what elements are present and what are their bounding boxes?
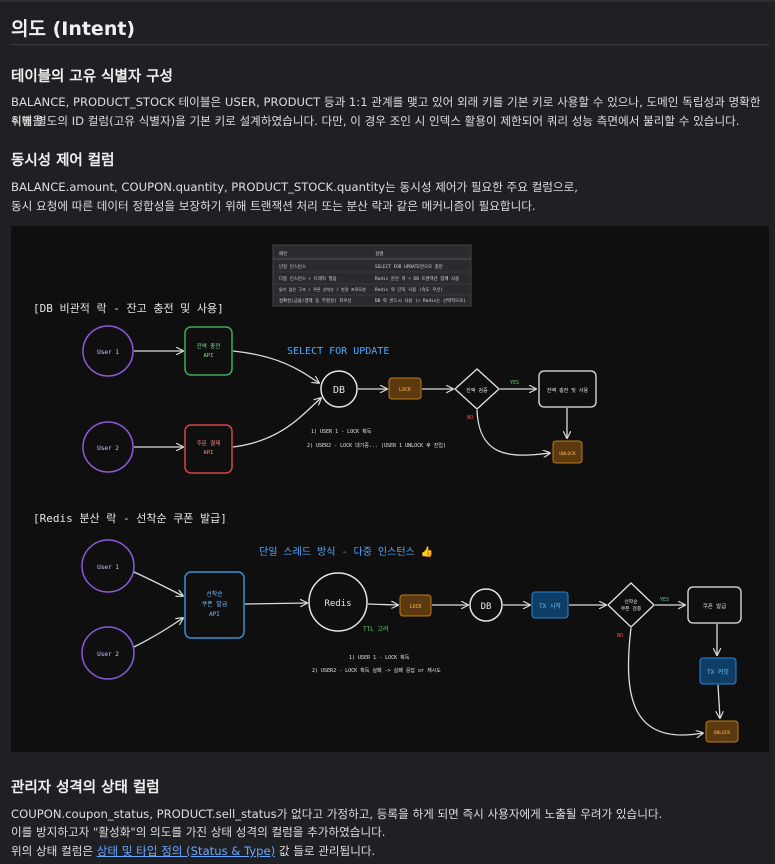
redis-coupon-api-label: API bbox=[209, 611, 220, 618]
pattern-table-cell: Redis 락 단독 사용 (속도 우선) bbox=[375, 286, 443, 293]
redis-mode-label: 단일 스레드 방식 - 다중 인스턴스 👍 bbox=[259, 545, 433, 558]
title-divider bbox=[11, 44, 769, 45]
db-mode-label: SELECT FOR UPDATE bbox=[287, 346, 389, 357]
redis-arrow bbox=[627, 627, 703, 735]
db-user1-label: User 1 bbox=[97, 349, 119, 356]
db-arrow bbox=[476, 409, 550, 455]
db-action-box bbox=[538, 370, 597, 408]
pk-paragraph-line2: 위해 별도의 ID 컬럼(고유 식별자)을 기본 키로 설계하였습니다. 다만,… bbox=[11, 114, 740, 128]
db-payment-api-label: API bbox=[204, 450, 214, 456]
concurrency-paragraph-line1: BALANCE.amount, COUPON.quantity, PRODUCT… bbox=[11, 180, 578, 194]
redis-arrow bbox=[133, 618, 183, 648]
db-yes-label: YES bbox=[510, 380, 519, 386]
db-note2: 2) USER2 - LOCK 대기중... (USER 1 UNLOCK 후 … bbox=[307, 442, 446, 449]
pattern-table-header: 설명 bbox=[375, 250, 383, 257]
redis-user1-node bbox=[81, 539, 135, 593]
redis-ttl-label: TTL 고려 bbox=[363, 625, 389, 633]
redis-unlock-label: UNLOCK bbox=[714, 730, 731, 736]
lock-diagram: 패턴 설명 단일 인스턴스 SELECT FOR UPDATE만으로 충분 다중… bbox=[11, 226, 769, 752]
status-type-link[interactable]: 상태 및 타입 정의 (Status & Type) bbox=[96, 844, 276, 858]
redis-tx-start-box bbox=[531, 591, 569, 619]
db-check-label: 잔액 검증 bbox=[466, 387, 488, 394]
pk-paragraph-line1: BALANCE, PRODUCT_STOCK 테이블은 USER, PRODUC… bbox=[11, 95, 761, 128]
redis-user1-label: User 1 bbox=[97, 564, 119, 571]
db-no-label: NO bbox=[467, 415, 473, 421]
db-unlock-label: UNLOCK bbox=[559, 451, 576, 457]
redis-tx-start-label: TX 시작 bbox=[539, 603, 561, 610]
db-arrow bbox=[232, 350, 319, 383]
pattern-table-cell: Redis 분산 락 + DB 트랜잭션 함께 사용 bbox=[375, 275, 459, 282]
pattern-table-cell: 다중 인스턴스 + 트래픽 많음 bbox=[279, 275, 337, 282]
redis-arrow bbox=[244, 603, 307, 604]
db-payment-api-label: 주문 결제 bbox=[197, 439, 221, 447]
db-lock-title: [DB 비관적 락 - 잔고 충전 및 사용] bbox=[33, 302, 224, 315]
status-paragraph-line1: COUPON.coupon_status, PRODUCT.sell_statu… bbox=[11, 807, 663, 821]
status-paragraph-line2: 이를 방지하고자 "활성화"의 의도를 가진 상태 성격의 컬럼을 추가하였습니… bbox=[11, 825, 386, 839]
redis-note2: 2) USER2 - LOCK 획득 실패 -> 실패 응답 or 재시도 bbox=[312, 667, 441, 674]
redis-node-label: Redis bbox=[324, 599, 351, 609]
redis-unlock-box bbox=[705, 720, 739, 743]
status-paragraph-line3: 위의 상태 컬럼은 상태 및 타입 정의 (Status & Type) 값 들… bbox=[11, 842, 771, 861]
db-lock-label: LOCK bbox=[399, 387, 411, 393]
db-payment-api-box bbox=[184, 424, 233, 474]
redis-tx-commit-label: TX 커밋 bbox=[707, 668, 729, 676]
pattern-table: 패턴 설명 단일 인스턴스 SELECT FOR UPDATE만으로 충분 다중… bbox=[272, 244, 472, 307]
db-arrow bbox=[232, 398, 321, 448]
redis-check-label: 선착순 bbox=[624, 598, 638, 605]
pattern-table-cell: DB 락 반드시 사용 (+ Redis는 선택적으로) bbox=[375, 297, 466, 304]
redis-node bbox=[308, 572, 368, 632]
status-line3-suffix: 값 들로 관리됩니다. bbox=[275, 844, 376, 858]
db-node bbox=[320, 370, 358, 408]
db-lock-box bbox=[388, 377, 422, 400]
redis-lock-box bbox=[399, 594, 432, 617]
db-node-label: DB bbox=[333, 385, 345, 396]
redis-check-label: 쿠폰 검증 bbox=[621, 605, 642, 612]
db-user2-label: User 2 bbox=[97, 445, 119, 452]
redis-coupon-api-label: 선착순 bbox=[206, 590, 223, 598]
db-check-diamond bbox=[454, 368, 500, 410]
redis-user2-node bbox=[81, 626, 135, 680]
redis-arrow bbox=[133, 571, 183, 596]
redis-coupon-api-label: 쿠폰 발급 bbox=[202, 600, 228, 608]
redis-no-label: NO bbox=[617, 633, 623, 639]
redis-issue-box bbox=[687, 586, 742, 624]
redis-lock-label: LOCK bbox=[409, 604, 421, 610]
redis-coupon-api-box bbox=[184, 571, 245, 639]
db-action-label: 잔액 충전 및 사용 bbox=[547, 387, 589, 394]
db-unlock-box bbox=[552, 440, 583, 464]
pattern-table-cell: 정확성(금융/결제 등 무결성) 최우선 bbox=[279, 297, 351, 304]
section-heading-concurrency: 동시성 제어 컬럼 bbox=[11, 153, 115, 169]
db-charge-api-box bbox=[184, 326, 233, 376]
section-heading-status: 관리자 성격의 상태 컬럼 bbox=[11, 780, 160, 796]
lock-diagram-svg: 패턴 설명 단일 인스턴스 SELECT FOR UPDATE만으로 충분 다중… bbox=[33, 244, 742, 743]
redis-user2-label: User 2 bbox=[97, 651, 119, 658]
db-charge-api-label: 잔액 충전 bbox=[197, 342, 221, 350]
db-note1: 1) USER 1 - LOCK 획득 bbox=[311, 428, 372, 435]
redis-yes-label: YES bbox=[660, 597, 669, 603]
pattern-table-bg bbox=[272, 244, 472, 307]
redis-tx-commit-box bbox=[699, 657, 737, 685]
top-divider bbox=[0, 0, 775, 2]
section-heading-pk: 테이블의 고유 식별자 구성 bbox=[11, 69, 173, 85]
redis-note1: 1) USER 1 - LOCK 획득 bbox=[349, 654, 410, 661]
redis-db-label: DB bbox=[481, 602, 492, 612]
pattern-table-cell: 단일 인스턴스 bbox=[279, 263, 306, 270]
pattern-table-cell: 읽기 많은 구조 / 쿠폰 선착순 / 한정 프로모션 bbox=[279, 286, 366, 292]
db-user2-node bbox=[82, 421, 134, 473]
redis-issue-label: 쿠폰 발급 bbox=[703, 602, 727, 610]
concurrency-paragraph-line2: 동시 요청에 따른 데이터 정합성을 보장하기 위해 트랜잭션 처리 또는 분산… bbox=[11, 199, 536, 213]
redis-arrow bbox=[367, 604, 398, 605]
db-charge-api-label: API bbox=[204, 353, 214, 359]
redis-arrow bbox=[718, 684, 720, 718]
redis-check-diamond bbox=[607, 582, 655, 628]
redis-lock-title: [Redis 분산 락 - 선착순 쿠폰 발급] bbox=[33, 512, 227, 525]
page-title: 의도 (Intent) bbox=[11, 18, 136, 40]
redis-db-node bbox=[469, 588, 503, 622]
db-user1-node bbox=[82, 325, 134, 377]
pattern-table-header: 패턴 bbox=[279, 250, 287, 257]
pattern-table-cell: SELECT FOR UPDATE만으로 충분 bbox=[375, 263, 443, 270]
status-line3-prefix: 위의 상태 컬럼은 bbox=[11, 844, 97, 858]
